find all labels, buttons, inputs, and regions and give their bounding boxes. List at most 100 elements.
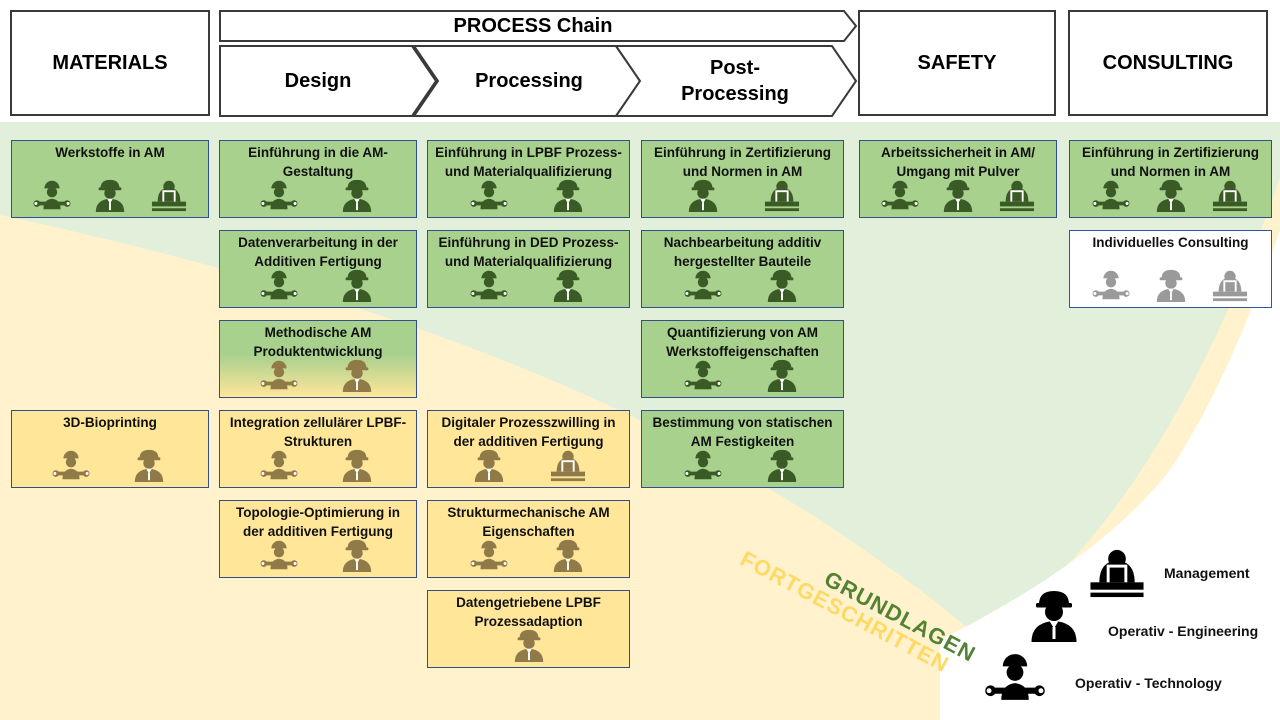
- course-title: Einführung in LPBF Prozess- und Material…: [435, 145, 622, 179]
- technology-icon: [684, 267, 722, 303]
- technology-icon: [470, 177, 508, 213]
- course-card[interactable]: Topologie-Optimierung in der additiven F…: [219, 500, 417, 578]
- management-icon: [1211, 267, 1249, 303]
- engineering-icon: [549, 177, 587, 213]
- course-title: Bestimmung von statischen AM Festigkeite…: [652, 415, 833, 449]
- engineering-icon: [1024, 586, 1084, 644]
- technology-icon: [260, 447, 298, 483]
- role-icons: [1070, 267, 1271, 303]
- course-card[interactable]: Einführung in LPBF Prozess- und Material…: [427, 140, 630, 218]
- technology-icon: [1092, 267, 1130, 303]
- engineering-icon: [338, 357, 376, 393]
- course-title: Digitaler Prozesszwilling in der additiv…: [441, 415, 616, 449]
- course-title: Individuelles Consulting: [1092, 235, 1249, 250]
- engineering-icon: [549, 267, 587, 303]
- role-icons: [428, 537, 629, 573]
- technology-icon: [52, 447, 90, 483]
- design-label: Design: [284, 70, 352, 92]
- technology-icon: [881, 177, 919, 213]
- course-card[interactable]: Bestimmung von statischen AM Festigkeite…: [641, 410, 844, 488]
- role-icons: [220, 177, 416, 213]
- course-card[interactable]: Arbeitssicherheit in AM/ Umgang mit Pulv…: [859, 140, 1057, 218]
- course-card[interactable]: Digitaler Prozesszwilling in der additiv…: [427, 410, 630, 488]
- course-card[interactable]: Werkstoffe in AM: [11, 140, 209, 218]
- management-icon: [1084, 544, 1150, 600]
- technology-icon: [470, 537, 508, 573]
- engineering-icon: [1152, 177, 1190, 213]
- engineering-icon: [338, 537, 376, 573]
- role-icons: [860, 177, 1056, 213]
- course-card[interactable]: Strukturmechanische AM Eigenschaften: [427, 500, 630, 578]
- course-title: Topologie-Optimierung in der additiven F…: [236, 505, 400, 539]
- engineering-icon: [684, 177, 722, 213]
- course-title: Strukturmechanische AM Eigenschaften: [447, 505, 610, 539]
- course-title: Datengetriebene LPBF Prozessadaption: [456, 595, 601, 629]
- technology-icon: [1092, 177, 1130, 213]
- legend-label: Operativ - Engineering: [1108, 623, 1259, 639]
- safety-header: SAFETY: [858, 10, 1056, 116]
- engineering-icon: [763, 357, 801, 393]
- course-card[interactable]: Datengetriebene LPBF Prozessadaption: [427, 590, 630, 668]
- technology-icon: [684, 447, 722, 483]
- engineering-icon: [939, 177, 977, 213]
- engineering-icon: [130, 447, 168, 483]
- course-card[interactable]: Nachbearbeitung additiv hergestellter Ba…: [641, 230, 844, 308]
- process-chain-label: PROCESS Chain: [453, 15, 613, 37]
- role-icons: [220, 447, 416, 483]
- course-card[interactable]: Datenverarbeitung in der Additiven Ferti…: [219, 230, 417, 308]
- technology-icon: [33, 177, 71, 213]
- role-icons: [12, 177, 208, 213]
- course-card[interactable]: Methodische AM Produktentwicklung: [219, 320, 417, 398]
- course-title: Integration zellulärer LPBF-Strukturen: [229, 415, 407, 449]
- technology-icon: [684, 357, 722, 393]
- management-icon: [1211, 177, 1249, 213]
- technology-icon: [470, 267, 508, 303]
- course-card[interactable]: Einführung in DED Prozess- und Materialq…: [427, 230, 630, 308]
- management-icon: [998, 177, 1036, 213]
- role-icons: [642, 267, 843, 303]
- engineering-icon: [91, 177, 129, 213]
- engineering-icon: [338, 177, 376, 213]
- role-icons: [428, 627, 629, 663]
- management-icon: [150, 177, 188, 213]
- processing-label: Processing: [475, 70, 583, 92]
- technology-icon: [260, 537, 298, 573]
- course-card[interactable]: Einführung in die AM-Gestaltung: [219, 140, 417, 218]
- legend-label: Operativ - Technology: [1075, 675, 1222, 691]
- course-card[interactable]: Individuelles Consulting: [1069, 230, 1272, 308]
- technology-icon: [984, 648, 1046, 706]
- technology-icon: [260, 267, 298, 303]
- role-icons: [642, 447, 843, 483]
- engineering-icon: [338, 447, 376, 483]
- role-icons: [428, 447, 629, 483]
- management-icon: [763, 177, 801, 213]
- management-icon: [549, 447, 587, 483]
- course-card[interactable]: Integration zellulärer LPBF-Strukturen: [219, 410, 417, 488]
- role-icons: [220, 537, 416, 573]
- course-card[interactable]: Einführung in Zertifizierung und Normen …: [641, 140, 844, 218]
- role-icons: [642, 177, 843, 213]
- course-title: Werkstoffe in AM: [55, 145, 165, 160]
- engineering-icon: [763, 267, 801, 303]
- role-icons: [428, 177, 629, 213]
- course-card[interactable]: 3D-Bioprinting: [11, 410, 209, 488]
- course-title: Datenverarbeitung in der Additiven Ferti…: [238, 235, 398, 269]
- engineering-icon: [338, 267, 376, 303]
- course-card[interactable]: Einführung in Zertifizierung und Normen …: [1069, 140, 1272, 218]
- engineering-icon: [1152, 267, 1190, 303]
- course-title: Einführung in Zertifizierung und Normen …: [1082, 145, 1259, 179]
- course-title: Quantifizierung von AM Werkstoffeigensch…: [666, 325, 819, 359]
- course-title: Arbeitssicherheit in AM/ Umgang mit Pulv…: [880, 145, 1036, 179]
- course-card[interactable]: Quantifizierung von AM Werkstoffeigensch…: [641, 320, 844, 398]
- course-title: Methodische AM Produktentwicklung: [253, 325, 383, 359]
- role-icons: [220, 357, 416, 393]
- process-chain-arrow: [219, 10, 858, 42]
- engineering-icon: [763, 447, 801, 483]
- legend-zone: [940, 230, 1280, 720]
- post-processing-label: Post-Processing: [681, 57, 789, 105]
- course-title: Einführung in Zertifizierung und Normen …: [654, 145, 831, 179]
- engineering-icon: [470, 447, 508, 483]
- course-title: Einführung in die AM-Gestaltung: [248, 145, 388, 179]
- legend-label: Management: [1164, 565, 1250, 581]
- technology-icon: [260, 357, 298, 393]
